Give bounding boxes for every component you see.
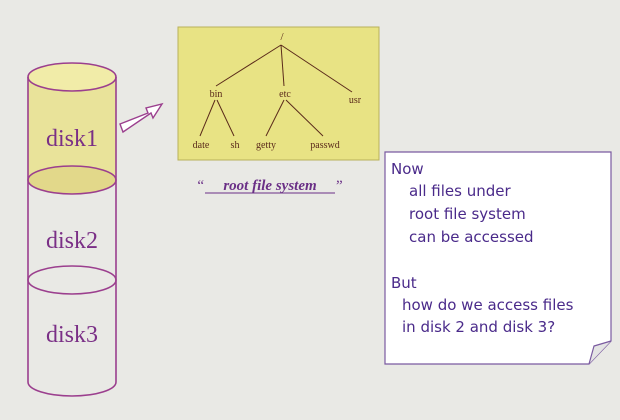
tree-node-usr: usr [349,95,362,106]
disk-stack-base [27,381,117,397]
edge-etc-passwd [285,99,324,137]
edge-root-etc [280,44,285,87]
root-file-system-caption: “ root file system ” [197,178,342,194]
disk2-bottom [27,265,117,295]
tree-panel-background [177,26,380,161]
edge-etc-getty [265,99,285,137]
caption-open-quote: “ [197,178,204,194]
tree-node-passwd: passwd [310,140,339,151]
disk3-label: disk3 [46,322,98,348]
note-line-3: root file system [409,205,526,223]
disk1-body [28,77,116,194]
note-line-7: in disk 2 and disk 3? [402,318,555,336]
edge-root-bin [215,44,282,87]
note-box: Now all files under root file system can… [384,151,612,365]
disk2-label: disk2 [46,228,98,254]
tree-node-etc: etc [279,89,291,100]
tree-node-date: date [193,140,210,151]
note-line-1: Now [391,160,424,178]
note-box-fold [588,340,612,365]
caption-close-quote: ” [336,178,343,194]
note-line-6: how do we access files [402,296,574,314]
note-line-5: But [391,274,417,292]
disk1-bottom [27,165,117,195]
edge-root-usr [280,44,353,93]
mount-arrow [119,102,164,134]
caption-text: root file system [223,178,316,194]
tree-node-getty: getty [256,140,276,151]
tree-node-root: / [280,31,284,43]
root-file-system-panel: / bin etc usr date sh getty passwd [177,26,380,161]
tree-node-sh: sh [231,140,240,151]
tree-node-bin: bin [210,89,223,100]
note-line-4: can be accessed [409,228,534,246]
disk1-top [27,62,117,92]
edge-bin-sh [216,99,235,137]
edge-bin-date [199,99,216,137]
tree-edges [199,44,353,137]
disk-stack: disk1 disk2 disk3 [27,62,117,397]
note-line-2: all files under [409,182,511,200]
disk1-label: disk1 [46,126,98,152]
